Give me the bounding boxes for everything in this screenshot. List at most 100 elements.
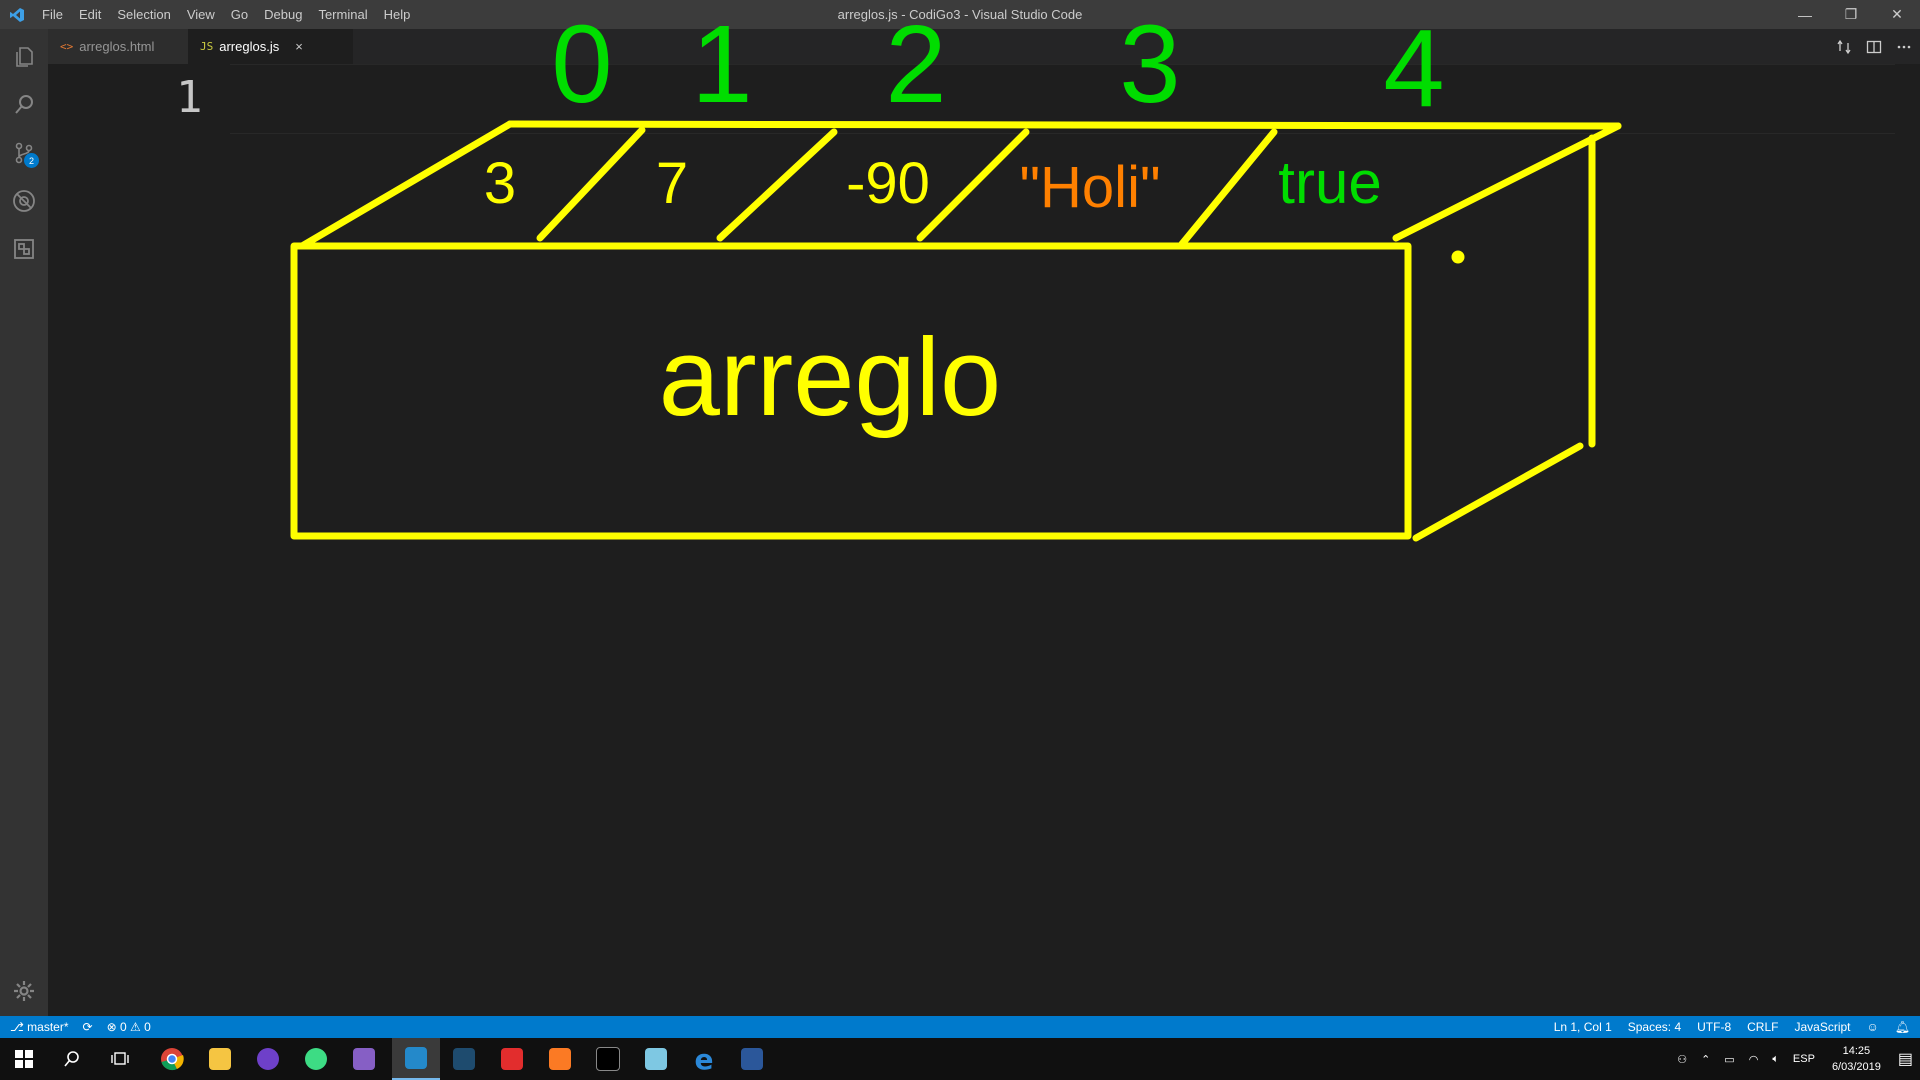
minimize-button[interactable]: — (1798, 6, 1812, 23)
indentation[interactable]: Spaces: 4 (1627, 1020, 1682, 1034)
box-bottom-right-edge (1412, 442, 1584, 542)
clock[interactable]: 14:25 6/03/2019 (1832, 1043, 1881, 1075)
warning-icon: ⚠ (130, 1020, 141, 1034)
open-changes-icon[interactable] (1836, 39, 1852, 55)
cursor-position[interactable]: Ln 1, Col 1 (1553, 1020, 1612, 1034)
index-2: 2 (885, 3, 946, 126)
menu-terminal[interactable]: Terminal (318, 7, 368, 22)
cell-divider (536, 126, 646, 242)
volume-icon[interactable]: 🔈︎ (1772, 1052, 1779, 1065)
branch-icon: ⎇ (10, 1020, 24, 1034)
action-center-icon[interactable]: ▤ (1897, 1051, 1913, 1068)
notifications-bell-icon[interactable]: 🔔︎ (1894, 1020, 1910, 1034)
menu-edit[interactable]: Edit (78, 7, 102, 22)
taskbar-search-icon[interactable] (48, 1038, 96, 1080)
edge-icon[interactable]: e (694, 1042, 714, 1076)
wifi-icon[interactable]: ◠ (1748, 1053, 1759, 1066)
ink-dot (1451, 250, 1465, 264)
feedback-smiley-icon[interactable]: ☺ (1866, 1020, 1879, 1034)
settings-gear-icon[interactable] (0, 967, 48, 1015)
split-editor-icon[interactable] (1866, 39, 1882, 55)
menu-bar: File Edit Selection View Go Debug Termin… (34, 0, 418, 29)
vscode-logo-icon (0, 0, 34, 29)
terminal-icon[interactable] (584, 1038, 632, 1080)
close-window-button[interactable]: ✕ (1891, 6, 1903, 22)
menu-debug[interactable]: Debug (264, 7, 303, 22)
box-top-left-edge (298, 120, 514, 250)
index-4: 4 (1383, 7, 1444, 130)
cell-divider (916, 128, 1030, 242)
vscode-taskbar-icon[interactable] (392, 1038, 440, 1080)
window-controls: — ❐ ✕ (1782, 0, 1920, 29)
menu-selection[interactable]: Selection (117, 7, 171, 22)
status-bar: ⎇ master* ⟳ ⊗ 0 ⚠ 0 Ln 1, Col 1 Spaces: … (0, 1016, 1920, 1038)
editor-area[interactable]: 1 (48, 64, 1920, 1016)
error-icon: ⊗ (106, 1020, 117, 1034)
input-language[interactable]: ESP (1792, 1053, 1815, 1065)
mysql-workbench-icon[interactable] (440, 1038, 488, 1080)
encoding[interactable]: UTF-8 (1697, 1020, 1732, 1034)
clock-date: 6/03/2019 (1831, 1061, 1881, 1073)
cell-divider (1178, 128, 1278, 248)
notepad-icon[interactable] (632, 1038, 680, 1080)
sync-icon[interactable]: ⟳ (82, 1020, 93, 1034)
value-1: 7 (656, 151, 688, 216)
line-number: 1 (176, 72, 203, 123)
menu-file[interactable]: File (42, 7, 63, 22)
tab-arreglos-js[interactable]: JS arreglos.js × (188, 29, 353, 64)
branch-name: master* (27, 1020, 69, 1034)
value-2: -90 (846, 151, 930, 216)
menu-view[interactable]: View (186, 7, 215, 22)
show-hidden-icons-icon[interactable]: ⌃ (1701, 1053, 1711, 1066)
value-0: 3 (484, 151, 516, 216)
warning-count: 0 (144, 1020, 151, 1034)
value-4: true (1278, 149, 1381, 216)
more-actions-icon[interactable] (1896, 39, 1912, 55)
visual-studio-icon[interactable] (340, 1038, 388, 1080)
xampp-icon[interactable] (536, 1038, 584, 1080)
system-tray: ⚇ ⌃ ▭ ◠ 🔈︎ ESP 14:25 6/03/2019 ▤ (1670, 1038, 1920, 1080)
acrobat-reader-icon[interactable] (488, 1038, 536, 1080)
box-front-face (290, 242, 1412, 540)
source-control-icon[interactable]: 2 (0, 129, 48, 177)
tab-label: arreglos.html (79, 39, 155, 54)
close-tab-icon[interactable]: × (295, 39, 303, 54)
explorer-icon[interactable] (0, 33, 48, 81)
language-mode[interactable]: JavaScript (1794, 1020, 1851, 1034)
windows-taskbar: e ⚇ ⌃ ▭ ◠ 🔈︎ ESP 14:25 6/03/2019 ▤ (0, 1038, 1920, 1080)
android-studio-icon[interactable] (292, 1038, 340, 1080)
end-of-line[interactable]: CRLF (1747, 1020, 1779, 1034)
file-explorer-icon[interactable] (196, 1038, 244, 1080)
source-control-badge: 2 (24, 153, 39, 168)
html-file-icon: <> (60, 40, 74, 53)
clock-time: 14:25 (1842, 1045, 1871, 1057)
github-desktop-icon[interactable] (244, 1038, 292, 1080)
word-icon[interactable] (728, 1038, 776, 1080)
cell-divider (716, 128, 838, 242)
chrome-icon[interactable] (148, 1038, 196, 1080)
activity-bar: 2 (0, 29, 48, 1016)
restore-button[interactable]: ❐ (1844, 6, 1858, 22)
index-3: 3 (1119, 3, 1180, 126)
box-top-edge (506, 120, 1622, 130)
start-windows-icon[interactable] (0, 1038, 48, 1080)
menu-go[interactable]: Go (230, 7, 249, 22)
index-0: 0 (551, 3, 612, 126)
search-icon[interactable] (0, 81, 48, 129)
menu-help[interactable]: Help (383, 7, 411, 22)
extensions-icon[interactable] (0, 225, 48, 273)
problems-indicator[interactable]: ⊗ 0 ⚠ 0 (107, 1020, 151, 1034)
debug-icon[interactable] (0, 177, 48, 225)
value-3: "Holi" (1019, 155, 1160, 220)
box-top-right-edge (1392, 122, 1622, 242)
branch-indicator[interactable]: ⎇ master* (10, 1020, 69, 1034)
task-view-icon[interactable] (96, 1038, 144, 1080)
current-line-highlight (230, 64, 1895, 134)
array-label: arreglo (659, 316, 1001, 439)
error-count: 0 (119, 1020, 127, 1034)
battery-icon[interactable]: ▭ (1724, 1053, 1735, 1066)
people-icon[interactable]: ⚇ (1677, 1053, 1688, 1066)
tab-label: arreglos.js (219, 39, 280, 54)
tab-arreglos-html[interactable]: <> arreglos.html (48, 29, 188, 64)
